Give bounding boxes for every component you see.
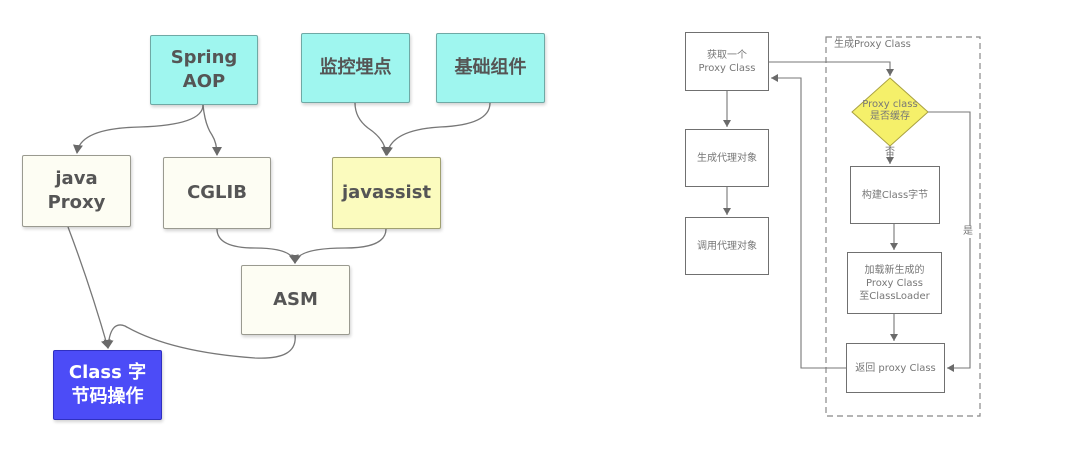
node-javassist: javassist: [332, 157, 441, 229]
node-spring-aop: Spring AOP: [150, 35, 258, 105]
edge-label-no: 否: [885, 147, 895, 158]
node-build-class-bytes: 构建Class字节: [850, 166, 940, 224]
edge-diamond-yes-to-return: [928, 111, 971, 372]
edge-asm-to-class-bytecode: [103, 324, 296, 359]
diamond-label: Proxy class 是否缓存: [862, 99, 918, 122]
edge-return-to-get: [771, 74, 846, 369]
node-monitor: 监控埋点: [301, 33, 410, 103]
edge-java-proxy-to-class-bytecode: [67, 226, 111, 349]
node-get-proxy-class: 获取一个 Proxy Class: [685, 32, 769, 91]
node-load-proxy-class: 加载新生成的 Proxy Class 至ClassLoader: [847, 252, 942, 314]
node-cglib: CGLIB: [163, 157, 271, 229]
edge-label-yes: 是: [963, 226, 973, 238]
node-java-proxy: java Proxy: [22, 155, 131, 227]
node-return-proxy-class: 返回 proxy Class: [846, 343, 945, 393]
edge-spring-to-java-proxy: [72, 104, 204, 154]
edge-javassist-to-asm: [291, 228, 387, 264]
node-asm: ASM: [241, 265, 350, 335]
edge-monitor-to-javassist: [354, 102, 391, 156]
node-generate-proxy-object: 生成代理对象: [685, 129, 769, 187]
group-label: 生成Proxy Class: [834, 39, 911, 50]
node-call-proxy-object: 调用代理对象: [685, 217, 769, 275]
edge-cglib-to-asm: [216, 228, 299, 264]
edge-get-to-diamond: [769, 61, 894, 76]
edge-spring-to-cglib: [202, 104, 222, 156]
edge-base-to-javassist: [382, 102, 491, 156]
node-base-component: 基础组件: [436, 33, 545, 103]
node-class-bytecode: Class 字 节码操作: [53, 350, 162, 420]
group-generate-proxy-class: [825, 36, 981, 417]
